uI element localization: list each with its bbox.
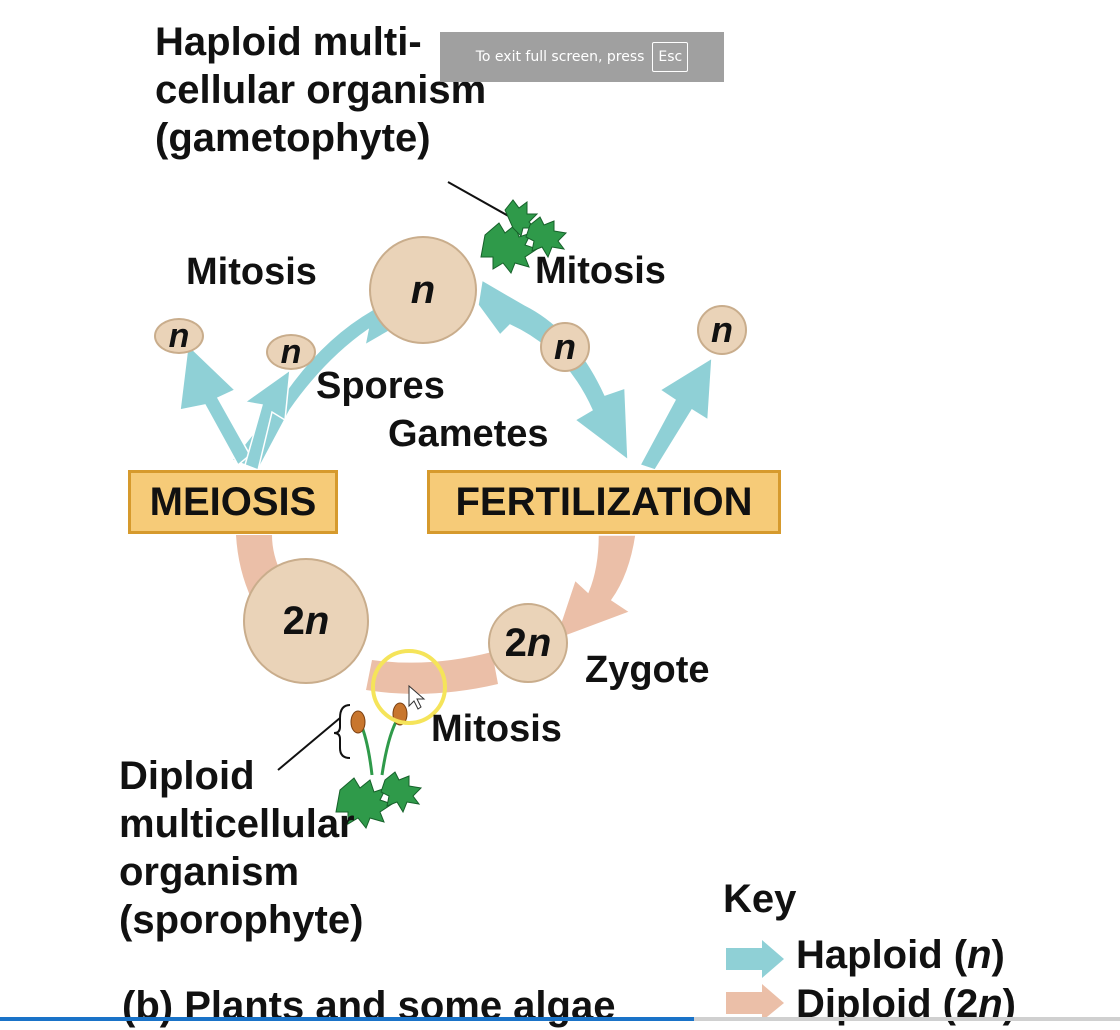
key-diploid-arrow-icon	[726, 984, 784, 1021]
sporophyte-label-line4: (sporophyte)	[119, 898, 364, 942]
meiosis-box-label: MEIOSIS	[149, 479, 317, 524]
gamete-cell-right: n	[697, 305, 747, 355]
zygote-label: Zygote	[585, 649, 710, 691]
gamete-cell-left-symbol: n	[554, 326, 576, 367]
esc-key-badge: Esc	[652, 42, 689, 72]
zygote-cell-num: 2	[504, 620, 527, 665]
sporophyte-leader-line	[277, 717, 341, 771]
video-progress-fill[interactable]	[0, 1017, 694, 1021]
mouse-cursor-icon	[408, 684, 426, 710]
video-progress-track[interactable]	[694, 1017, 1120, 1021]
diploid-arrow-fertilization-to-zygote	[553, 534, 637, 642]
key-diploid-suffix: )	[1002, 982, 1016, 1026]
sporophyte-label-line1: Diploid	[119, 754, 255, 798]
sporophyte-cell-symbol: n	[304, 598, 330, 643]
haploid-arrow-meiosis-to-spore	[179, 343, 251, 467]
key-haploid-suffix: )	[991, 933, 1005, 977]
key-title: Key	[723, 877, 797, 921]
spore-cell-right: n	[266, 332, 316, 371]
sporophyte-brace	[333, 704, 351, 759]
gametophyte-label-line3: (gametophyte)	[155, 116, 431, 160]
cursor-highlight-ring	[371, 649, 447, 725]
key-haploid-prefix: Haploid (	[796, 933, 968, 977]
gamete-cell-left: n	[540, 322, 590, 372]
fertilization-box: FERTILIZATION	[427, 470, 781, 534]
gametophyte-label-line1: Haploid multi-	[155, 20, 422, 64]
fullscreen-exit-toast: To exit full screen, press Esc	[440, 32, 724, 82]
sporophyte-label-line3: organism	[119, 850, 300, 894]
gamete-cell-right-symbol: n	[711, 309, 733, 350]
diploid-arrow-zygote-to-sporophyte	[366, 652, 498, 694]
gametes-label: Gametes	[388, 413, 549, 455]
key-haploid-label: Haploid (n)	[796, 931, 1005, 979]
figure-caption: (b) Plants and some algae	[122, 984, 616, 1028]
spore-cell-left-symbol: n	[168, 316, 190, 355]
zygote-cell-symbol: n	[526, 620, 552, 665]
meiosis-box: MEIOSIS	[128, 470, 338, 534]
mitosis-label-left: Mitosis	[186, 251, 317, 293]
mitosis-label-right: Mitosis	[535, 250, 666, 292]
sporophyte-plant-icon	[335, 702, 423, 829]
gametophyte-cell-symbol: n	[410, 267, 436, 312]
spores-label: Spores	[316, 365, 445, 407]
key-haploid-n: n	[967, 933, 992, 977]
gametophyte-plant-icon	[480, 199, 568, 274]
sporophyte-label-line2: multicellular	[119, 802, 355, 846]
haploid-arrow-gametophyte-to-gametes	[477, 278, 629, 462]
haploid-arrow-meiosis-to-spore-2	[243, 368, 291, 472]
gametophyte-cell: n	[369, 236, 477, 344]
gametophyte-leader-line	[447, 181, 513, 219]
gametophyte-label-line2: cellular organism	[155, 68, 487, 112]
mitosis-label-bottom: Mitosis	[431, 708, 562, 750]
spore-cell-right-symbol: n	[280, 332, 302, 371]
sporophyte-cell-num: 2	[282, 598, 305, 643]
key-haploid-arrow-icon	[726, 940, 784, 978]
fullscreen-exit-message: To exit full screen, press	[475, 49, 645, 65]
spore-cell-left: n	[154, 316, 204, 355]
fertilization-box-label: FERTILIZATION	[455, 479, 753, 524]
haploid-arrow-gamete-to-fertilization	[638, 356, 713, 471]
